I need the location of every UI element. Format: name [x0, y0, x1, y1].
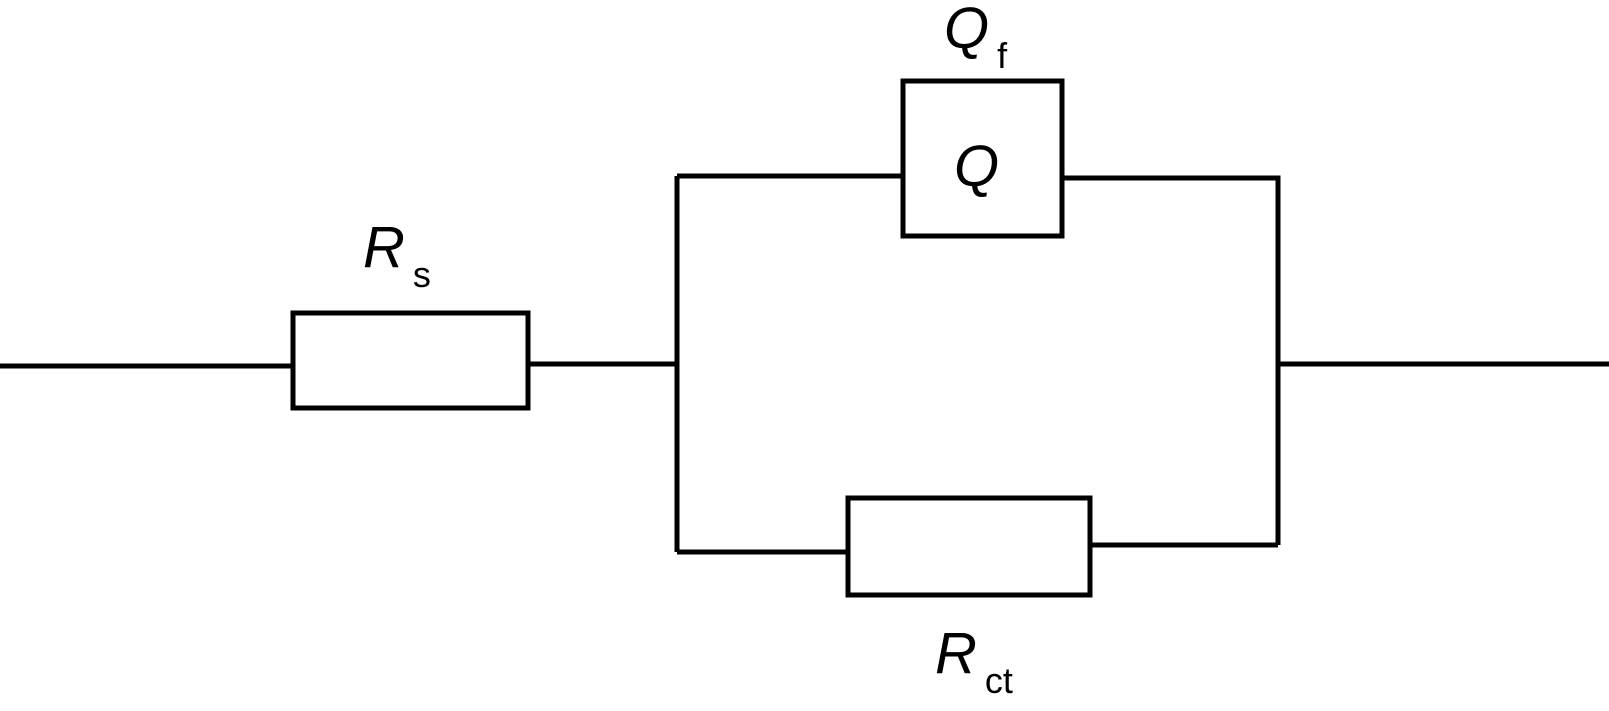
qf-label: Q f	[944, 0, 1008, 76]
qf-cpe-box	[900, 78, 1065, 239]
top-right-wire	[1062, 175, 1281, 545]
rs-resistor	[290, 310, 531, 411]
qf-inner-label: Q	[954, 134, 999, 199]
rct-resistor	[845, 495, 1093, 598]
rct-label: R ct	[935, 621, 1013, 701]
rs-label: R s	[363, 215, 431, 295]
